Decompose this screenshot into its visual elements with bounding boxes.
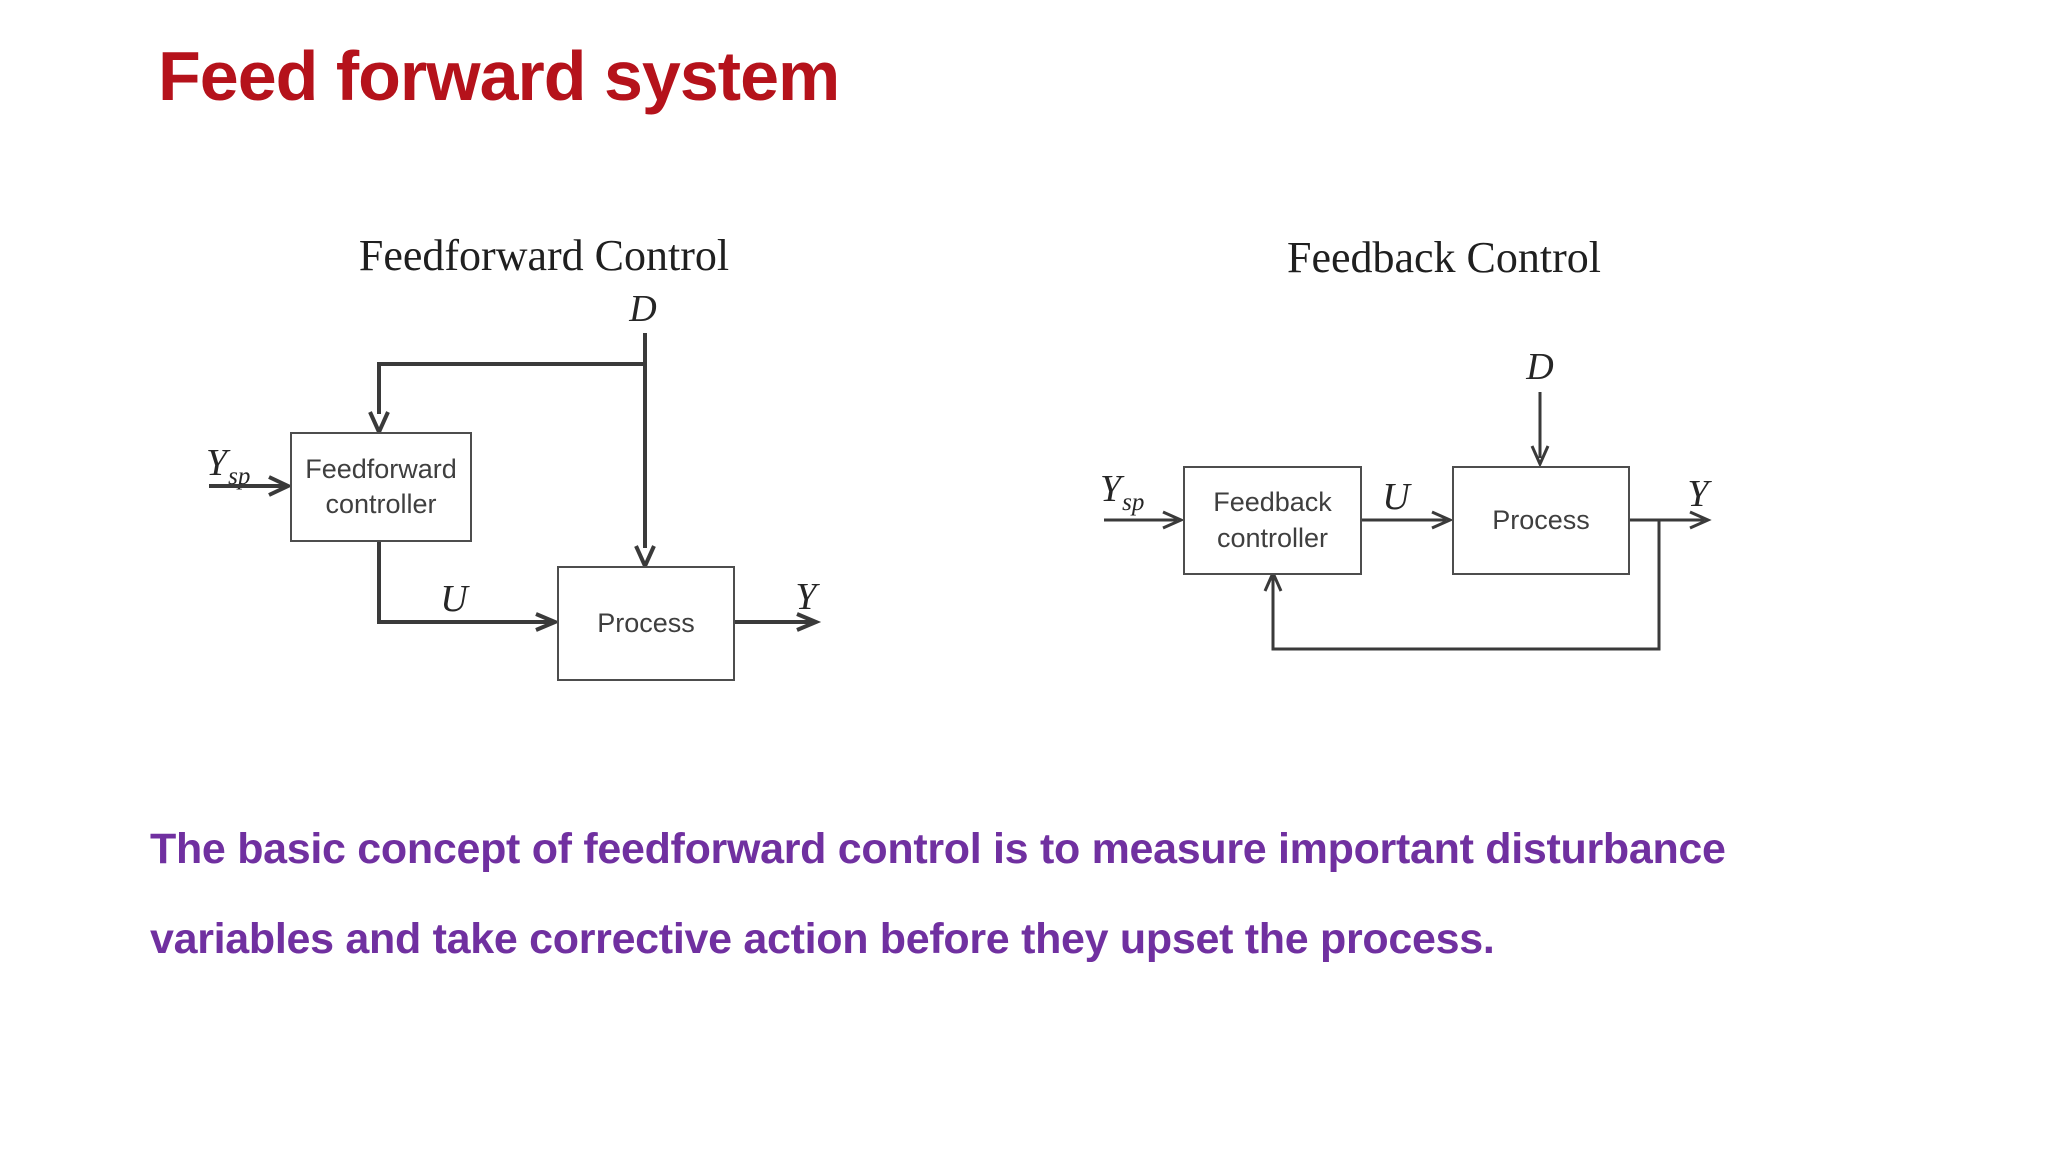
process-box: Process xyxy=(557,566,735,681)
d-arrowhead-icon xyxy=(634,545,656,571)
manipulated-label: U xyxy=(1382,476,1410,518)
body-text-line-2: variables and take corrective action bef… xyxy=(150,915,1495,963)
u-arrowhead-icon xyxy=(535,612,561,632)
output-label: Y xyxy=(1687,473,1709,515)
setpoint-arrowhead-icon xyxy=(268,475,293,497)
manipulated-label: U xyxy=(440,578,468,620)
feedback-loop-line xyxy=(1271,520,1661,651)
body-text-line-1: The basic concept of feedforward control… xyxy=(150,825,1726,873)
branch-arrowhead-icon xyxy=(368,411,390,437)
setpoint-label-main: Y xyxy=(206,442,228,484)
disturbance-label: D xyxy=(629,288,657,330)
disturbance-label: D xyxy=(1526,346,1554,388)
feedback-diagram-lines xyxy=(1104,392,1712,651)
u-arrow-line xyxy=(377,538,550,624)
feedback-heading: Feedback Control xyxy=(1286,233,1602,282)
output-label: Y xyxy=(795,576,817,618)
feedforward-heading: Feedforward Control xyxy=(358,231,730,280)
u-arrowhead-icon xyxy=(1431,510,1454,530)
branch-arrow-line xyxy=(377,362,645,414)
output-arrowhead-icon xyxy=(1689,510,1712,530)
setpoint-label-sub: sp xyxy=(228,463,251,490)
process-box: Process xyxy=(1452,466,1630,575)
setpoint-label-sub: sp xyxy=(1122,489,1145,516)
setpoint-label: Ysp xyxy=(206,442,250,489)
d-arrowhead-icon xyxy=(1530,445,1550,468)
setpoint-arrowhead-icon xyxy=(1162,510,1185,530)
setpoint-label-main: Y xyxy=(1100,468,1122,510)
output-arrowhead-icon xyxy=(796,612,822,632)
controller-box: Feedback controller xyxy=(1183,466,1362,575)
setpoint-label: Ysp xyxy=(1100,468,1144,515)
controller-box: Feedforward controller xyxy=(290,432,472,542)
slide-title: Feed forward system xyxy=(158,37,840,115)
